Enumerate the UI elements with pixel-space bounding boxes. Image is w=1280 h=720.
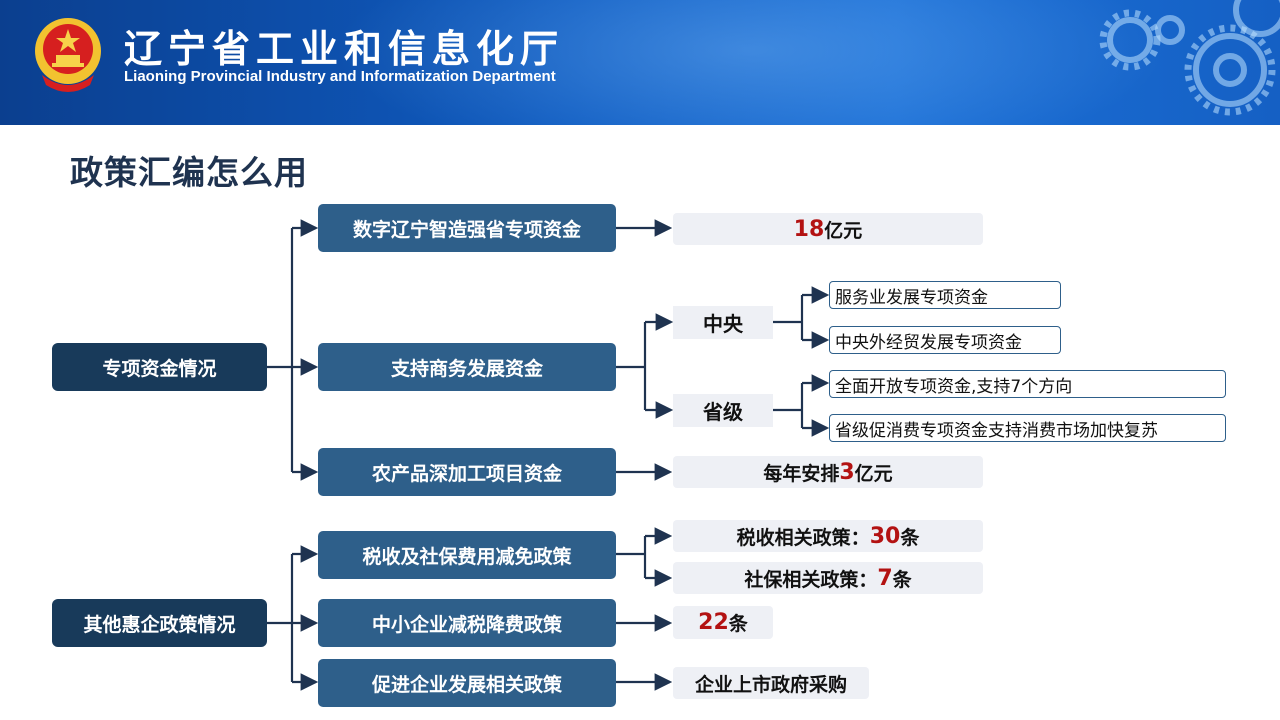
value-prefix: 税收相关政策：	[736, 526, 870, 549]
leaf-service-industry-fund: 服务业发展专项资金	[829, 281, 1061, 309]
leaf-opening-up-fund: 全面开放专项资金,支持7个方向	[829, 370, 1226, 398]
value-unit: 条	[900, 526, 920, 549]
value-unit: 亿元	[824, 219, 863, 242]
root-other-policies: 其他惠企政策情况	[52, 599, 267, 647]
tier-central: 中央	[673, 306, 773, 339]
tier-provincial: 省级	[673, 394, 773, 427]
value-unit: 亿元	[854, 462, 893, 485]
department-title: 辽宁省工业和信息化厅	[124, 27, 565, 71]
value-number: 7	[877, 565, 893, 591]
value-number: 22	[698, 610, 729, 635]
page-title: 政策汇编怎么用	[70, 153, 308, 192]
node-tax-social-relief: 税收及社保费用减免政策	[318, 531, 616, 579]
banner-glow	[300, 0, 1200, 125]
leaf-consumption-fund: 省级促消费专项资金支持消费市场加快复苏	[829, 414, 1226, 442]
node-digital-liaoning-fund: 数字辽宁智造强省专项资金	[318, 204, 616, 252]
value-prefix: 社保相关政策：	[744, 568, 878, 591]
header-banner: 辽宁省工业和信息化厅 Liaoning Provincial Industry …	[0, 0, 1280, 125]
node-sme-tax-reduction: 中小企业减税降费政策	[318, 599, 616, 647]
value-enterprise-development: 企业上市政府采购	[673, 667, 869, 699]
value-prefix: 每年安排	[763, 462, 840, 485]
value-unit: 条	[728, 613, 748, 635]
node-agri-processing-fund: 农产品深加工项目资金	[318, 448, 616, 496]
node-commerce-fund: 支持商务发展资金	[318, 343, 616, 391]
value-number: 3	[839, 459, 855, 485]
root-special-funds: 专项资金情况	[52, 343, 267, 391]
gear-decoration-icon	[1099, 0, 1280, 116]
value-unit: 条	[892, 568, 912, 591]
node-enterprise-development: 促进企业发展相关政策	[318, 659, 616, 707]
value-number: 18	[793, 216, 825, 242]
leaf-foreign-trade-fund: 中央外经贸发展专项资金	[829, 326, 1061, 354]
department-title-en: Liaoning Provincial Industry and Informa…	[124, 68, 556, 85]
national-emblem-icon	[35, 18, 101, 92]
value-number: 30	[869, 523, 901, 549]
